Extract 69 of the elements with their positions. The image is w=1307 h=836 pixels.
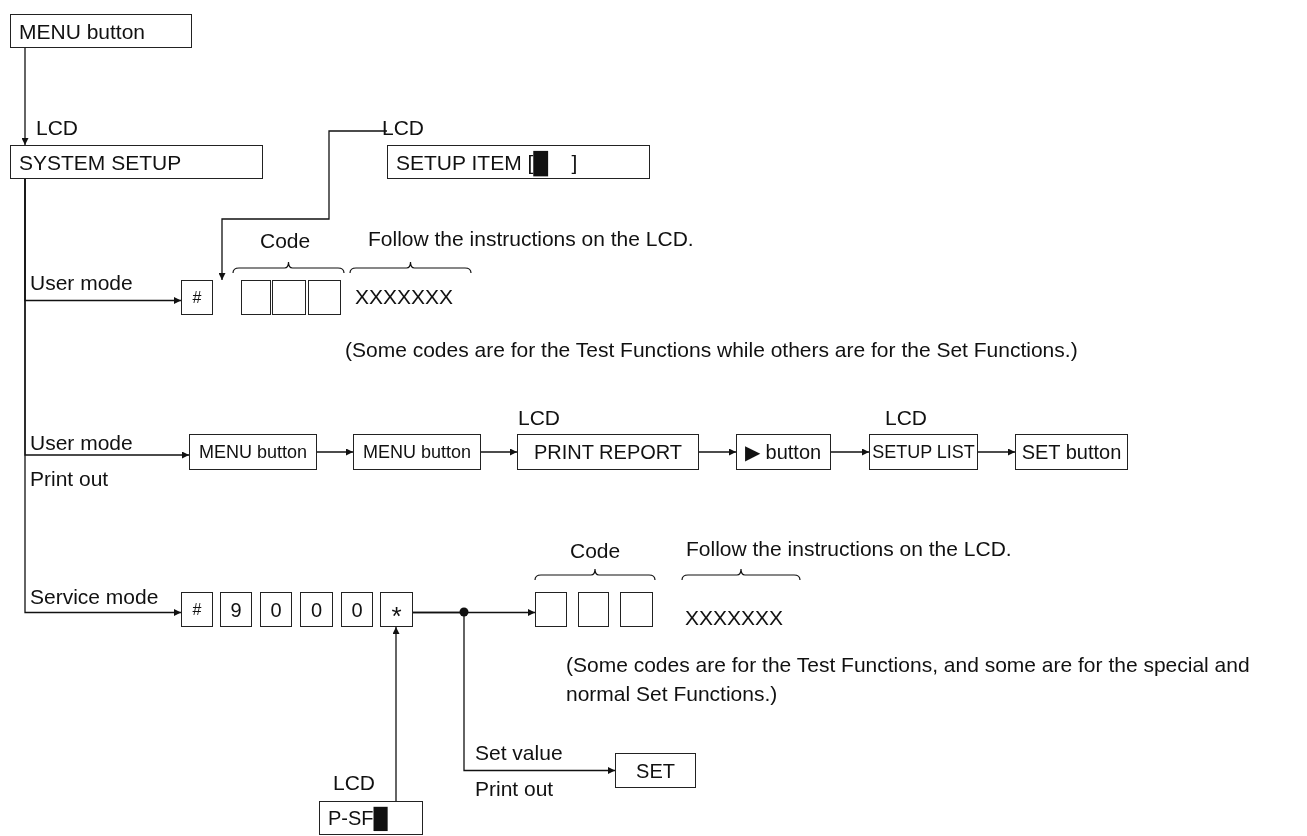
arrow xyxy=(218,130,388,281)
process-box xyxy=(387,145,650,179)
note-text: Follow the instructions on the LCD. xyxy=(368,227,694,251)
process-box xyxy=(353,434,481,470)
edge-label: User mode xyxy=(30,431,133,455)
caption-label: LCD xyxy=(36,116,78,140)
box-label: 0 xyxy=(270,599,282,620)
process-box xyxy=(260,592,292,627)
box-label: 9 xyxy=(230,599,242,620)
box-label: # xyxy=(192,601,202,618)
entry-box xyxy=(578,592,609,627)
caption-label: LCD xyxy=(382,116,424,140)
process-box xyxy=(736,434,831,470)
note-text: (Some codes are for the Test Functions while others are for the Set Functions.) xyxy=(345,338,1078,362)
entry-box xyxy=(620,592,653,627)
process-box xyxy=(869,434,978,470)
process-box xyxy=(615,753,696,788)
process-box xyxy=(220,592,252,627)
box-label: 0 xyxy=(351,599,363,620)
edge-label: User mode xyxy=(30,271,133,295)
box-label: SYSTEM SETUP xyxy=(19,151,182,173)
box-label: ▶ button xyxy=(745,442,822,462)
arrow xyxy=(698,448,737,456)
arrow xyxy=(977,448,1016,456)
process-box xyxy=(1015,434,1128,470)
edge-label: Set value xyxy=(475,741,563,765)
process-box xyxy=(181,592,213,627)
box-label: SET button xyxy=(1021,442,1122,462)
note-text: Print out xyxy=(475,777,554,801)
note-text: Code xyxy=(260,229,311,253)
process-box xyxy=(10,145,263,179)
arrow xyxy=(480,448,518,456)
arrow xyxy=(392,626,400,802)
caption-label: LCD xyxy=(885,406,927,430)
arrow xyxy=(412,611,616,774)
note-text: Follow the instructions on the LCD. xyxy=(686,537,1012,561)
process-box xyxy=(341,592,373,627)
caption-label: LCD xyxy=(333,771,375,795)
box-label: SETUP LIST xyxy=(872,443,975,461)
process-box xyxy=(300,592,333,627)
box-label: PRINT REPORT xyxy=(533,442,683,462)
process-box xyxy=(181,280,213,315)
arrow xyxy=(21,47,29,146)
arrow xyxy=(830,448,870,456)
process-box xyxy=(10,14,192,48)
box-label: SET xyxy=(636,760,675,781)
note-text: XXXXXXX xyxy=(685,606,784,630)
arrow xyxy=(24,178,182,616)
process-box xyxy=(380,592,413,627)
caption-label: LCD xyxy=(518,406,560,430)
box-label: * xyxy=(391,602,402,629)
note-text: XXXXXXX xyxy=(355,285,454,309)
edge-label: Service mode xyxy=(30,585,159,609)
process-box xyxy=(319,801,423,835)
entry-box xyxy=(272,280,306,315)
note-text: Code xyxy=(570,539,621,563)
entry-box xyxy=(241,280,271,315)
box-label: MENU button xyxy=(198,443,307,461)
process-box xyxy=(517,434,699,470)
note-text: Print out xyxy=(30,467,109,491)
process-box xyxy=(189,434,317,470)
box-label: # xyxy=(192,289,202,306)
entry-box xyxy=(535,592,567,627)
box-label: MENU button xyxy=(362,443,471,461)
box-label: 0 xyxy=(310,599,323,620)
note-text: (Some codes are for the Test Functions, and some are for the special and normal Set Functions.) xyxy=(566,652,1251,707)
entry-box xyxy=(308,280,341,315)
box-label: MENU button xyxy=(19,20,146,42)
arrow xyxy=(316,448,354,456)
